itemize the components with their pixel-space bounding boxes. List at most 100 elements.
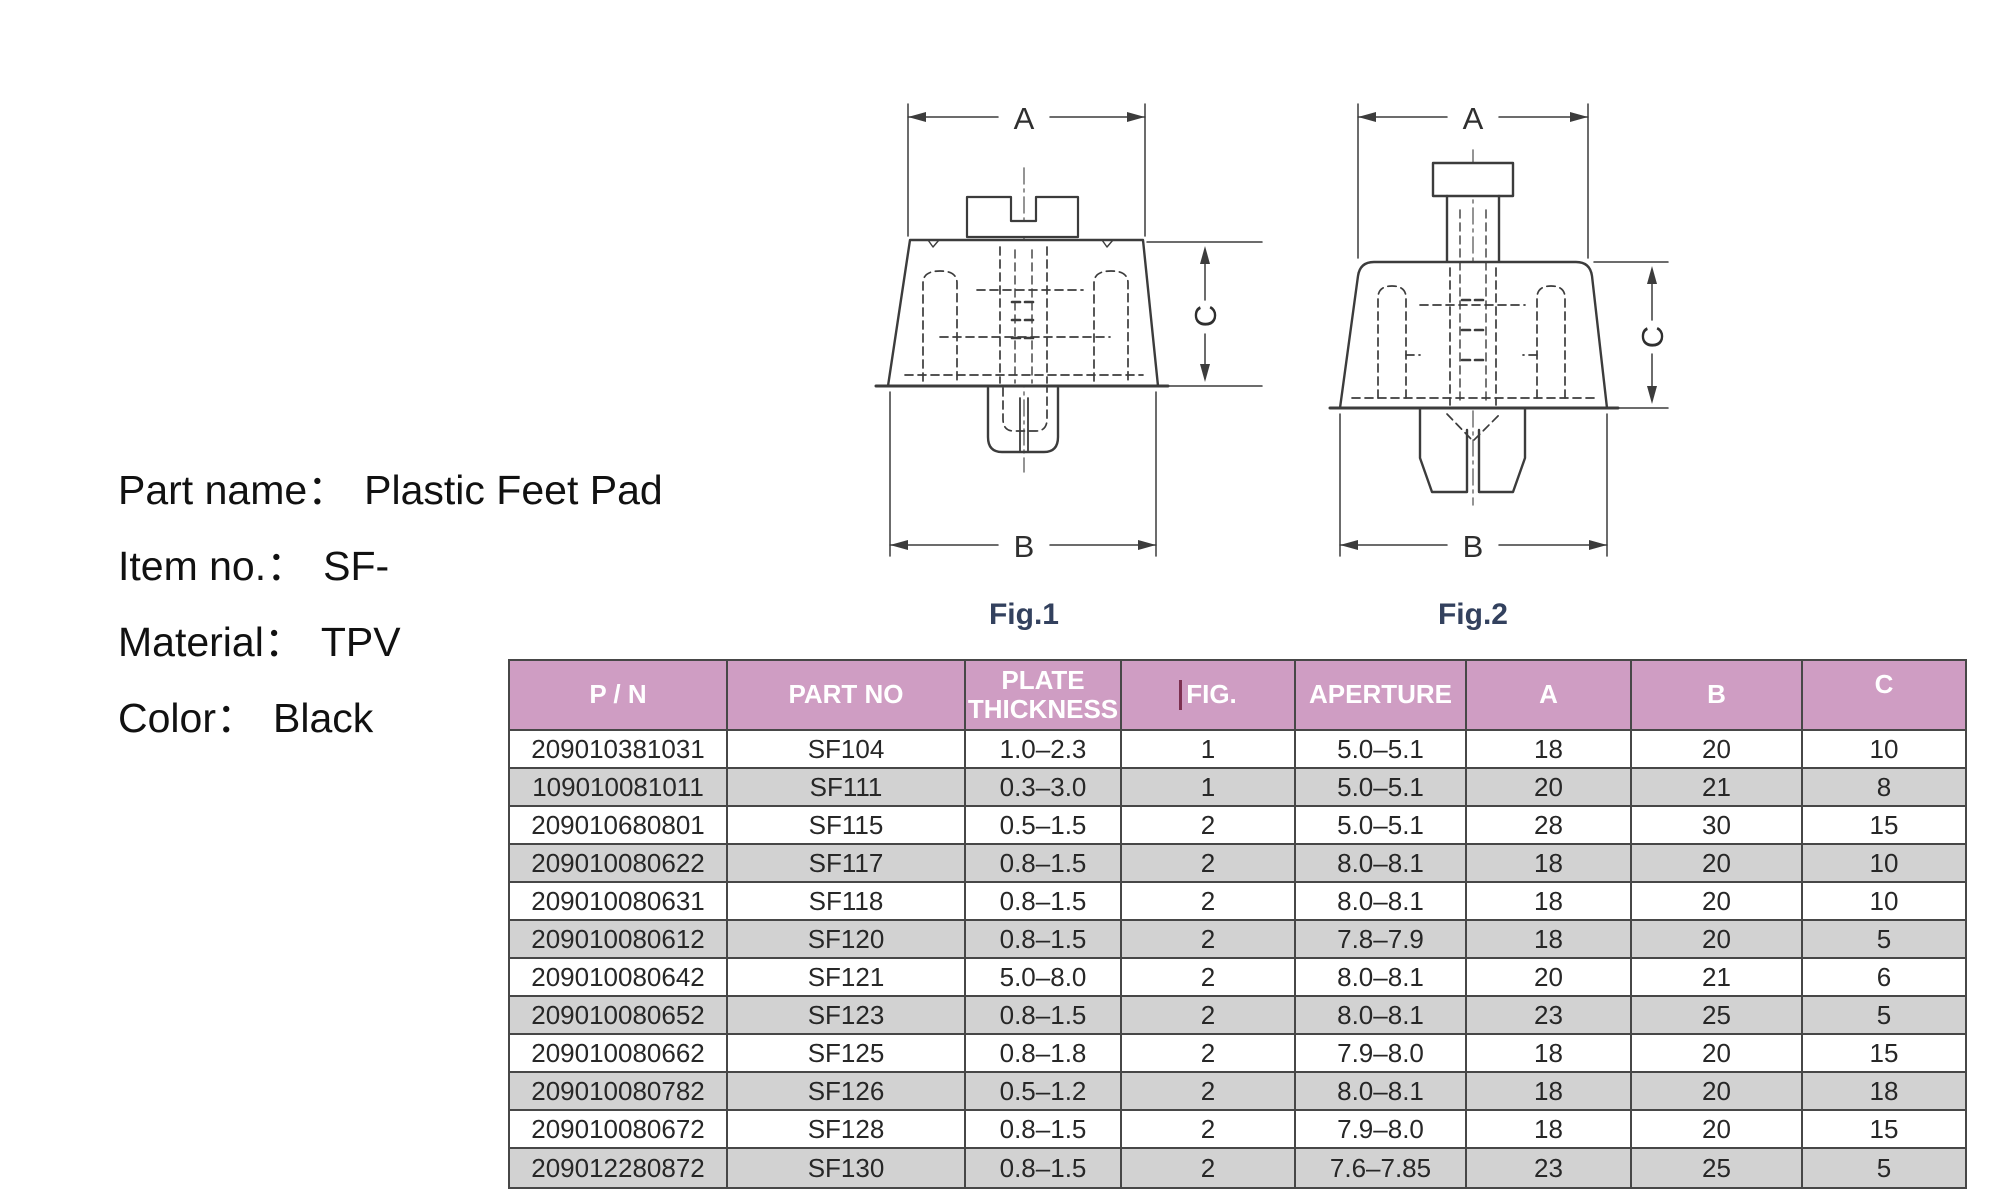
cell-plate-thickness: 0.8–1.5 <box>966 921 1122 957</box>
spec-table: P / N PART NO PLATE THICKNESS FIG. APERT… <box>508 659 1967 1189</box>
info-label: Item no.： <box>118 543 308 589</box>
cell-aperture: 8.0–8.1 <box>1296 959 1467 995</box>
cell-c: 18 <box>1869 1075 1899 1106</box>
cell-fig: 2 <box>1122 845 1296 881</box>
cell-b: 25 <box>1632 997 1803 1033</box>
cell-fig: 2 <box>1122 997 1296 1033</box>
info-line-part-name: Part name： Plastic Feet Pad <box>118 452 663 528</box>
cell-c: 15 <box>1869 809 1899 840</box>
cell-pn: 209010080642 <box>510 959 728 995</box>
cell-plate-thickness: 0.8–1.5 <box>966 845 1122 881</box>
technical-drawings: A C B Fig.1 <box>874 101 1670 631</box>
table-row: 209012280872 SF130 0.8–1.5 2 7.6–7.85 23… <box>510 1149 1965 1187</box>
col-header-a: A <box>1467 661 1632 729</box>
cell-c: 15 <box>1869 1037 1899 1068</box>
col-header-part-no: PART NO <box>728 661 966 729</box>
cell-c: 8 <box>1876 771 1892 802</box>
cell-part-no: SF118 <box>728 883 966 919</box>
table-row: 109010081011 SF111 0.3–3.0 1 5.0–5.1 20 … <box>510 769 1965 807</box>
cell-c: 5 <box>1876 999 1892 1030</box>
cell-a: 28 <box>1467 807 1632 843</box>
cell-aperture: 7.9–8.0 <box>1296 1111 1467 1147</box>
table-row: 209010080612 SF120 0.8–1.5 2 7.8–7.9 18 … <box>510 921 1965 959</box>
cell-fig: 2 <box>1122 807 1296 843</box>
fig2-dim-label-b: B <box>1463 529 1484 564</box>
cell-b: 20 <box>1632 845 1803 881</box>
col-header-c: C <box>1874 669 1894 699</box>
cell-pn: 109010081011 <box>510 769 728 805</box>
cell-aperture: 8.0–8.1 <box>1296 997 1467 1033</box>
cell-a: 18 <box>1467 731 1632 767</box>
cell-c: 10 <box>1869 885 1899 916</box>
table-row: 209010680801 SF115 0.5–1.5 2 5.0–5.1 28 … <box>510 807 1965 845</box>
cell-part-no: SF126 <box>728 1073 966 1109</box>
cell-plate-thickness: 0.8–1.8 <box>966 1035 1122 1071</box>
cell-b: 20 <box>1632 731 1803 767</box>
cell-a: 18 <box>1467 883 1632 919</box>
cell-b: 20 <box>1632 1111 1803 1147</box>
cell-plate-thickness: 0.8–1.5 <box>966 1149 1122 1187</box>
cell-aperture: 7.9–8.0 <box>1296 1035 1467 1071</box>
col-header-pn: P / N <box>510 661 728 729</box>
cell-fig: 1 <box>1122 731 1296 767</box>
cell-a: 23 <box>1467 1149 1632 1187</box>
cell-a: 18 <box>1467 1111 1632 1147</box>
cell-fig: 1 <box>1122 769 1296 805</box>
table-row: 209010080662 SF125 0.8–1.8 2 7.9–8.0 18 … <box>510 1035 1965 1073</box>
cell-c: 5 <box>1876 923 1892 954</box>
cell-plate-thickness: 0.8–1.5 <box>966 883 1122 919</box>
cell-fig: 2 <box>1122 1149 1296 1187</box>
cell-b: 20 <box>1632 883 1803 919</box>
fig1-dim-label-b: B <box>1014 529 1035 564</box>
col-header-fig-label: FIG. <box>1186 679 1237 710</box>
cell-a: 20 <box>1467 959 1632 995</box>
cell-a: 18 <box>1467 921 1632 957</box>
cell-c: 5 <box>1876 1152 1892 1183</box>
fig1-dim-label-a: A <box>1014 101 1035 136</box>
cell-part-no: SF104 <box>728 731 966 767</box>
cell-b: 21 <box>1632 959 1803 995</box>
fig2-caption: Fig.2 <box>1438 598 1508 631</box>
cell-aperture: 5.0–5.1 <box>1296 731 1467 767</box>
info-value: TPV <box>320 619 401 665</box>
cell-part-no: SF125 <box>728 1035 966 1071</box>
cell-plate-thickness: 0.8–1.5 <box>966 997 1122 1033</box>
cell-fig: 2 <box>1122 1073 1296 1109</box>
info-label: Part name： <box>118 467 349 513</box>
info-value: Black <box>272 695 374 741</box>
cell-b: 20 <box>1632 1073 1803 1109</box>
info-label: Material： <box>118 619 305 665</box>
cell-plate-thickness: 1.0–2.3 <box>966 731 1122 767</box>
cell-fig: 2 <box>1122 883 1296 919</box>
cell-part-no: SF115 <box>728 807 966 843</box>
info-value: SF- <box>323 543 390 589</box>
text-caret <box>1179 680 1183 710</box>
info-value: Plastic Feet Pad <box>364 467 663 513</box>
cell-part-no: SF128 <box>728 1111 966 1147</box>
cell-b: 20 <box>1632 921 1803 957</box>
fig1-caption: Fig.1 <box>989 598 1059 631</box>
cell-pn: 209012280872 <box>510 1149 728 1187</box>
cell-plate-thickness: 0.3–3.0 <box>966 769 1122 805</box>
cell-part-no: SF111 <box>728 769 966 805</box>
cell-aperture: 7.6–7.85 <box>1296 1149 1467 1187</box>
cell-plate-thickness: 0.5–1.5 <box>966 807 1122 843</box>
cell-c: 6 <box>1876 961 1892 992</box>
cell-pn: 209010080631 <box>510 883 728 919</box>
cell-part-no: SF120 <box>728 921 966 957</box>
fig2-dim-label-c: C <box>1635 326 1670 348</box>
fig1-drawing: A C B Fig.1 <box>874 101 1263 631</box>
cell-b: 21 <box>1632 769 1803 805</box>
cell-aperture: 5.0–5.1 <box>1296 769 1467 805</box>
cell-b: 30 <box>1632 807 1803 843</box>
table-row: 209010080642 SF121 5.0–8.0 2 8.0–8.1 20 … <box>510 959 1965 997</box>
col-header-aperture: APERTURE <box>1296 661 1467 729</box>
table-row: 209010080672 SF128 0.8–1.5 2 7.9–8.0 18 … <box>510 1111 1965 1149</box>
cell-fig: 2 <box>1122 921 1296 957</box>
table-row: 209010080622 SF117 0.8–1.5 2 8.0–8.1 18 … <box>510 845 1965 883</box>
col-header-fig: FIG. <box>1122 661 1296 729</box>
cell-part-no: SF130 <box>728 1149 966 1187</box>
cell-a: 18 <box>1467 845 1632 881</box>
cell-aperture: 8.0–8.1 <box>1296 1073 1467 1109</box>
